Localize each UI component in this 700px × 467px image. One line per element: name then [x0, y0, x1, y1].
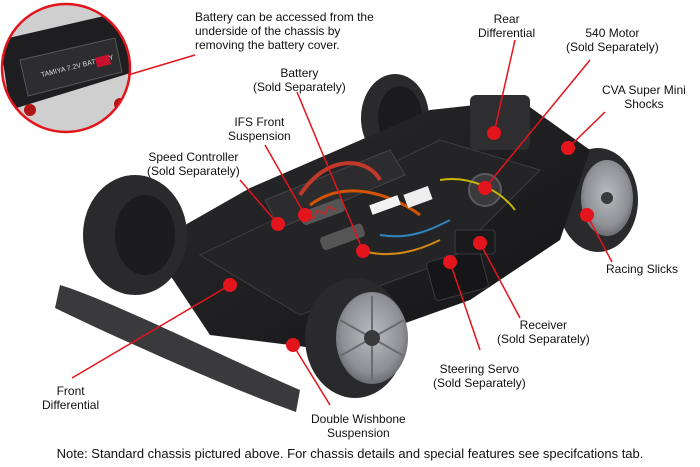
marker-shocks — [561, 141, 575, 155]
marker-receiver — [473, 236, 487, 250]
marker-speed-controller — [271, 217, 285, 231]
inset-ring — [0, 2, 132, 134]
marker-ifs — [298, 208, 312, 222]
label-receiver: Receiver (Sold Separately) — [497, 318, 590, 346]
front-left-wheel — [83, 175, 187, 295]
label-double-wishbone: Double Wishbone Suspension — [311, 412, 406, 440]
label-battery: Battery (Sold Separately) — [253, 66, 346, 94]
marker-racing-slicks — [580, 208, 594, 222]
marker-battery — [356, 244, 370, 258]
foam-bumper — [55, 285, 300, 412]
label-racing-slicks: Racing Slicks — [606, 262, 679, 276]
leader-lines — [71, 39, 613, 406]
label-cva-shocks: CVA Super Mini Shocks — [602, 83, 686, 111]
label-speed-controller: Speed Controller (Sold Separately) — [147, 150, 240, 178]
rear-gearbox — [470, 95, 530, 150]
footnote: Note: Standard chassis pictured above. F… — [56, 446, 644, 461]
battery-inset: TAMIYA 7.2V BATTERY — [0, 2, 132, 134]
label-steering-servo: Steering Servo (Sold Separately) — [433, 362, 526, 390]
marker-steering-servo — [443, 255, 457, 269]
label-front-differential: Front Differential — [42, 384, 100, 412]
marker-motor — [478, 181, 492, 195]
label-ifs-front-suspension: IFS Front Suspension — [228, 115, 291, 143]
label-540-motor: 540 Motor (Sold Separately) — [566, 26, 659, 54]
label-rear-differential: Rear Differential — [478, 12, 536, 40]
marker-double-wishbone — [286, 338, 300, 352]
marker-rear-differential — [487, 126, 501, 140]
markers — [223, 126, 594, 352]
front-right-wheel — [305, 278, 408, 398]
label-battery-access: Battery can be accessed from the undersi… — [195, 10, 374, 52]
marker-front-differential — [223, 278, 237, 292]
